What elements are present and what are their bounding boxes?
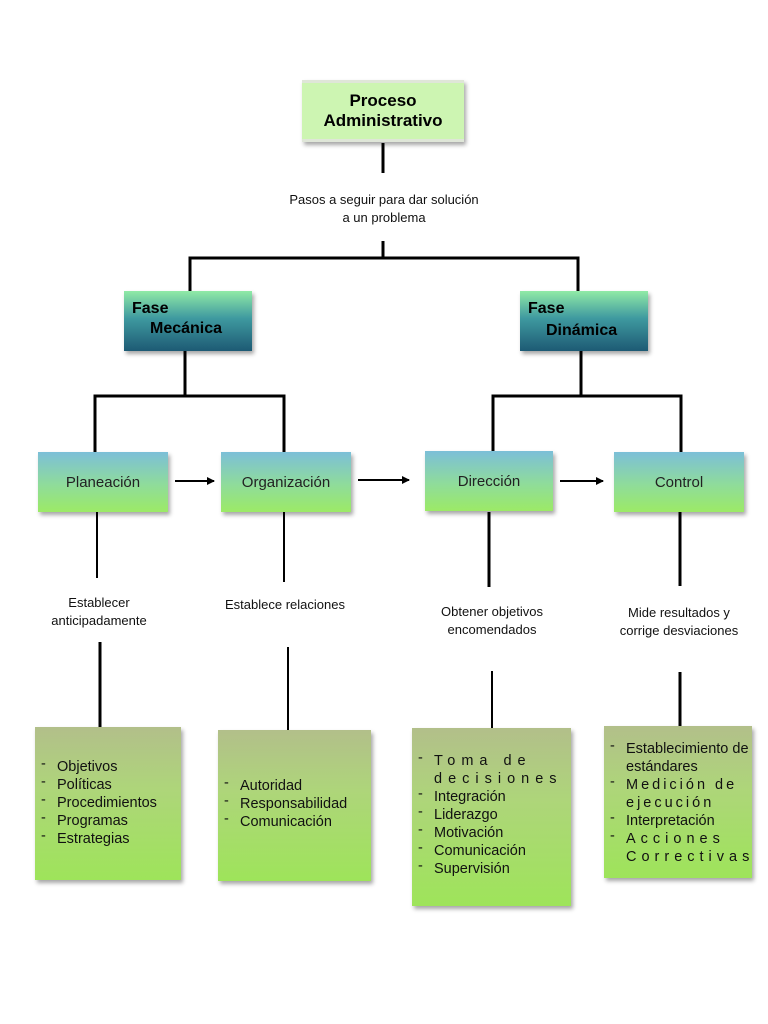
list-box-planeacion: Objetivos Políticas Procedimientos Progr… — [35, 727, 181, 880]
list-item: Estrategias — [39, 827, 179, 848]
list-box-control: Establecimiento de estándares Medición d… — [604, 726, 752, 878]
phase-mecanica-line1: Fase — [132, 300, 169, 317]
list-item: Supervisión — [416, 857, 568, 878]
list-item: Comunicación — [222, 810, 370, 831]
stage-label-planeacion: Planeación — [65, 473, 141, 491]
root-title-line1: Proceso — [349, 91, 417, 110]
list-item: Políticas — [39, 773, 179, 794]
stage-description-direccion: Obtener objetivos encomendados — [441, 604, 543, 637]
list-item: Comunicación — [416, 839, 568, 860]
list-item: Procedimientos — [39, 791, 179, 812]
list-item: Responsabilidad — [222, 792, 370, 813]
phase-box-mecanica: Fase Mecánica — [124, 291, 252, 351]
stage-box-planeacion: Planeación — [38, 452, 168, 512]
list-organizacion: Autoridad Responsabilidad Comunicación — [222, 774, 370, 831]
list-control: Establecimiento de estándares Medición d… — [608, 737, 750, 866]
list-direccion: Toma de decisiones Integración Liderazgo… — [416, 749, 568, 878]
list-item: Objetivos — [39, 755, 179, 776]
stage-label-direccion: Dirección — [457, 472, 521, 490]
list-planeacion: Objetivos Políticas Procedimientos Progr… — [39, 755, 179, 848]
root-box-proceso-administrativo: Proceso Administrativo — [302, 80, 464, 142]
list-item: Interpretación — [608, 809, 750, 830]
stage-description-organizacion: Establece relaciones — [225, 597, 345, 612]
stage-description-planeacion: Establecer anticipadamente — [51, 595, 147, 628]
root-title-line2: Administrativo — [323, 111, 443, 130]
stage-box-control: Control — [614, 452, 744, 512]
phase-dinamica-line2: Dinámica — [546, 322, 618, 339]
phase-box-dinamica: Fase Dinámica — [520, 291, 648, 351]
connector-dinamica-branch — [491, 394, 683, 452]
stage-label-control: Control — [654, 473, 704, 491]
list-item: Acciones Correctivas — [608, 827, 750, 866]
stage-label-organizacion: Organización — [241, 473, 331, 491]
list-item: Establecimiento de estándares — [608, 737, 750, 776]
list-item: Integración — [416, 785, 568, 806]
list-item: Toma de decisiones — [416, 749, 568, 788]
list-item: Liderazgo — [416, 803, 568, 824]
phase-dinamica-line1: Fase — [528, 300, 565, 317]
list-box-organizacion: Autoridad Responsabilidad Comunicación — [218, 730, 371, 881]
list-item: Medición de ejecución — [608, 773, 750, 812]
list-box-direccion: Toma de decisiones Integración Liderazgo… — [412, 728, 571, 906]
list-item: Programas — [39, 809, 179, 830]
connector-phases-branch — [188, 256, 580, 292]
list-item: Motivación — [416, 821, 568, 842]
list-item: Autoridad — [222, 774, 370, 795]
root-caption: Pasos a seguir para dar solución a un pr… — [289, 192, 479, 225]
stage-box-organizacion: Organización — [221, 452, 351, 512]
connector-mecanica-branch — [93, 394, 286, 452]
phase-mecanica-line2: Mecánica — [150, 320, 223, 337]
stage-box-direccion: Dirección — [425, 451, 553, 511]
stage-description-control: Mide resultados y corrige desviaciones — [619, 605, 739, 638]
